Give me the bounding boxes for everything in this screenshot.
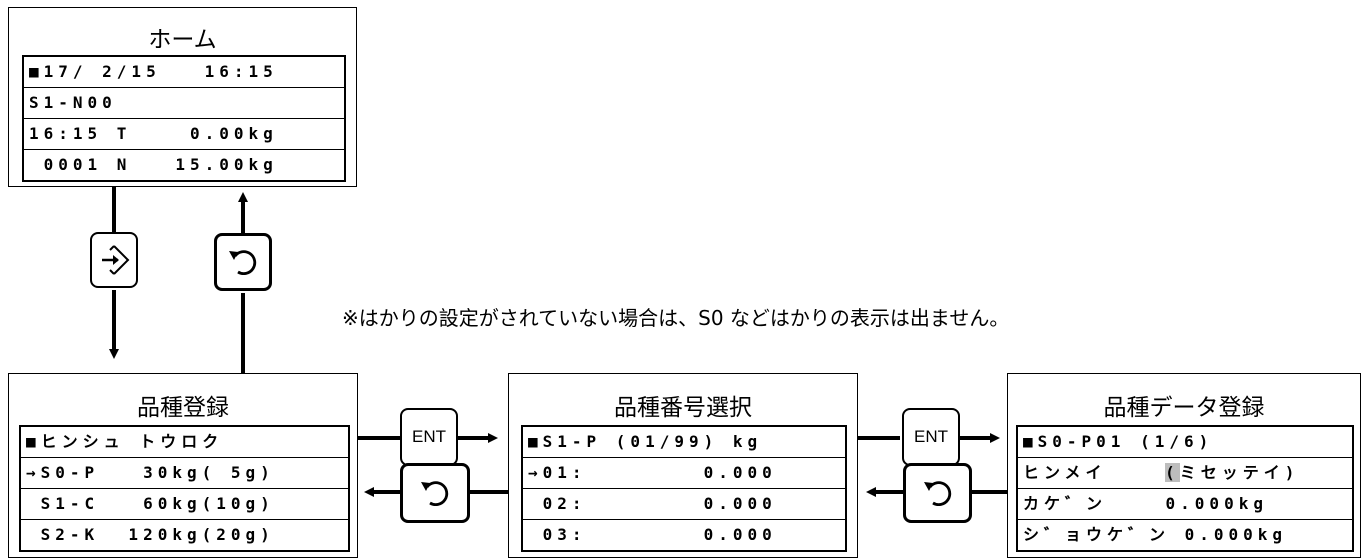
home-lcd: ■17/ 2/15 16:15 S1-N00 16:15 T 0.00kg 00… bbox=[22, 55, 346, 182]
lcd-line: S2-K 120kg(20g) bbox=[26, 525, 275, 544]
return-icon bbox=[229, 250, 257, 276]
lcd-line: 03: 0.000 bbox=[528, 525, 777, 544]
cursor-highlight: ( bbox=[1165, 463, 1180, 482]
back-button[interactable] bbox=[214, 233, 272, 291]
lcd-line: ■17/ 2/15 16:15 bbox=[24, 57, 344, 88]
variety-register-panel: 品種登録 ■ヒンシュ トウロク →S0-P 30kg( 5g) S1-C 60k… bbox=[8, 373, 358, 558]
home-title: ホーム bbox=[148, 27, 217, 53]
lcd-line: →01: 0.000 bbox=[523, 458, 845, 489]
variety-number-select-lcd: ■S1-P (01/99) kg →01: 0.000 02: 0.000 03… bbox=[521, 425, 847, 552]
enter-icon bbox=[102, 245, 130, 275]
ent-label: ENT bbox=[412, 427, 446, 446]
lcd-line: カケ゛ン 0.000kg bbox=[1018, 489, 1352, 520]
lcd-line: 16:15 T 0.00kg bbox=[24, 119, 344, 150]
variety-data-register-title: 品種データ登録 bbox=[1103, 395, 1265, 421]
lcd-line: ヒンメイ (ミセッテイ) bbox=[1018, 458, 1352, 489]
lcd-line: 02: 0.000 bbox=[523, 489, 845, 520]
variety-data-register-panel: 品種データ登録 ■S0-P01 (1/6) ヒンメイ (ミセッテイ) カケ゛ン … bbox=[1007, 373, 1361, 558]
return-icon bbox=[923, 481, 951, 507]
back-button[interactable] bbox=[903, 463, 972, 523]
variety-number-select-title: 品種番号選択 bbox=[614, 395, 752, 421]
lcd-line: S1-N00 bbox=[24, 88, 344, 119]
variety-register-lcd: ■ヒンシュ トウロク →S0-P 30kg( 5g) S1-C 60kg(10g… bbox=[19, 425, 350, 552]
footnote: ※はかりの設定がされていない場合は、S0 などはかりの表示は出ません。 bbox=[342, 306, 1010, 330]
variety-register-title: 品種登録 bbox=[137, 395, 229, 421]
variety-number-select-panel: 品種番号選択 ■S1-P (01/99) kg →01: 0.000 02: 0… bbox=[508, 373, 858, 558]
lcd-line-value: ミセッテイ) bbox=[1179, 463, 1300, 482]
ent-button[interactable]: ENT bbox=[400, 408, 458, 466]
enter-button[interactable] bbox=[90, 232, 138, 288]
lcd-line: シ゛ョウケ゛ン 0.000kg bbox=[1023, 525, 1288, 544]
variety-data-register-lcd: ■S0-P01 (1/6) ヒンメイ (ミセッテイ) カケ゛ン 0.000kg … bbox=[1016, 425, 1354, 552]
lcd-line-label: ヒンメイ bbox=[1023, 463, 1166, 482]
ent-button[interactable]: ENT bbox=[902, 408, 960, 466]
ent-label: ENT bbox=[914, 427, 948, 446]
lcd-line: ■ヒンシュ トウロク bbox=[21, 427, 348, 458]
lcd-line: 0001 N 15.00kg bbox=[29, 155, 278, 174]
home-panel: ホーム ■17/ 2/15 16:15 S1-N00 16:15 T 0.00k… bbox=[8, 7, 357, 187]
return-icon bbox=[421, 481, 449, 507]
lcd-line: ■S1-P (01/99) kg bbox=[523, 427, 845, 458]
lcd-line: ■S0-P01 (1/6) bbox=[1018, 427, 1352, 458]
lcd-line: →S0-P 30kg( 5g) bbox=[21, 458, 348, 489]
back-button[interactable] bbox=[400, 463, 470, 523]
lcd-line: S1-C 60kg(10g) bbox=[21, 489, 348, 520]
